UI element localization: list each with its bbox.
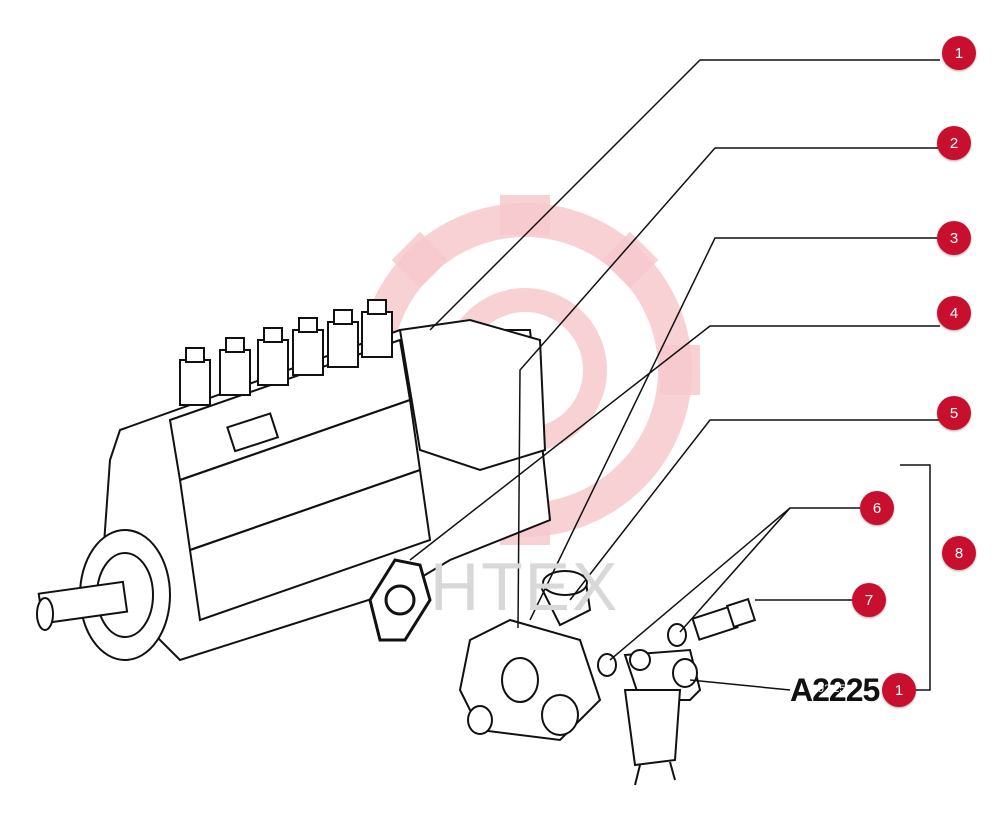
fuel-filter-bowl xyxy=(623,648,702,786)
delivery-valve-holders xyxy=(179,299,393,406)
injection-pump-body xyxy=(98,318,552,662)
feed-pump xyxy=(458,570,602,742)
callout-5[interactable]: 5 xyxy=(937,396,971,430)
callout-6[interactable]: 6 xyxy=(860,491,894,525)
sealing-washers xyxy=(597,623,687,677)
callout-3[interactable]: 3 xyxy=(937,221,971,255)
callout-2[interactable]: 2 xyxy=(937,126,971,160)
gasket xyxy=(368,558,432,642)
drive-flange-shaft xyxy=(36,529,171,661)
callout-1[interactable]: 1 xyxy=(942,36,976,70)
watermark-text: HTEX xyxy=(430,549,620,625)
reference-code-small: 92.25 xyxy=(818,683,846,695)
banjo-bolt xyxy=(691,597,757,641)
callout-8[interactable]: 8 xyxy=(942,536,976,570)
reference-code: A2225 xyxy=(790,672,880,708)
callout-4[interactable]: 4 xyxy=(937,296,971,330)
callout-7[interactable]: 7 xyxy=(852,583,886,617)
leader-lines xyxy=(409,59,940,691)
callout-1-reference[interactable]: 1 xyxy=(882,673,916,707)
